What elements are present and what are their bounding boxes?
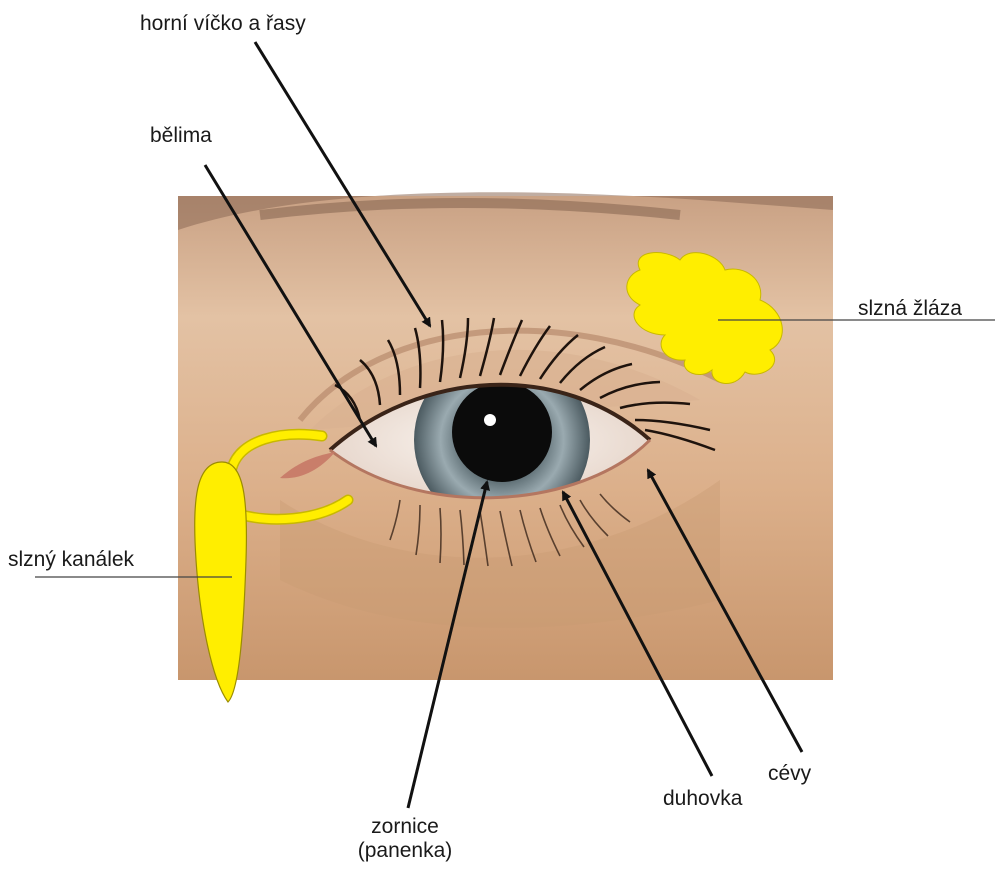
label-pupil: zornice (panenka) <box>340 815 470 863</box>
label-pupil-line2: (panenka) <box>340 839 470 863</box>
label-vessels: cévy <box>768 762 811 786</box>
label-iris: duhovka <box>663 787 742 811</box>
label-lacrimal-canal: slzný kanálek <box>8 548 134 572</box>
label-sclera: bělima <box>150 124 212 148</box>
label-lacrimal-gland: slzná žláza <box>858 297 962 321</box>
label-upper-lid: horní víčko a řasy <box>140 12 306 36</box>
label-pupil-line1: zornice <box>340 815 470 839</box>
